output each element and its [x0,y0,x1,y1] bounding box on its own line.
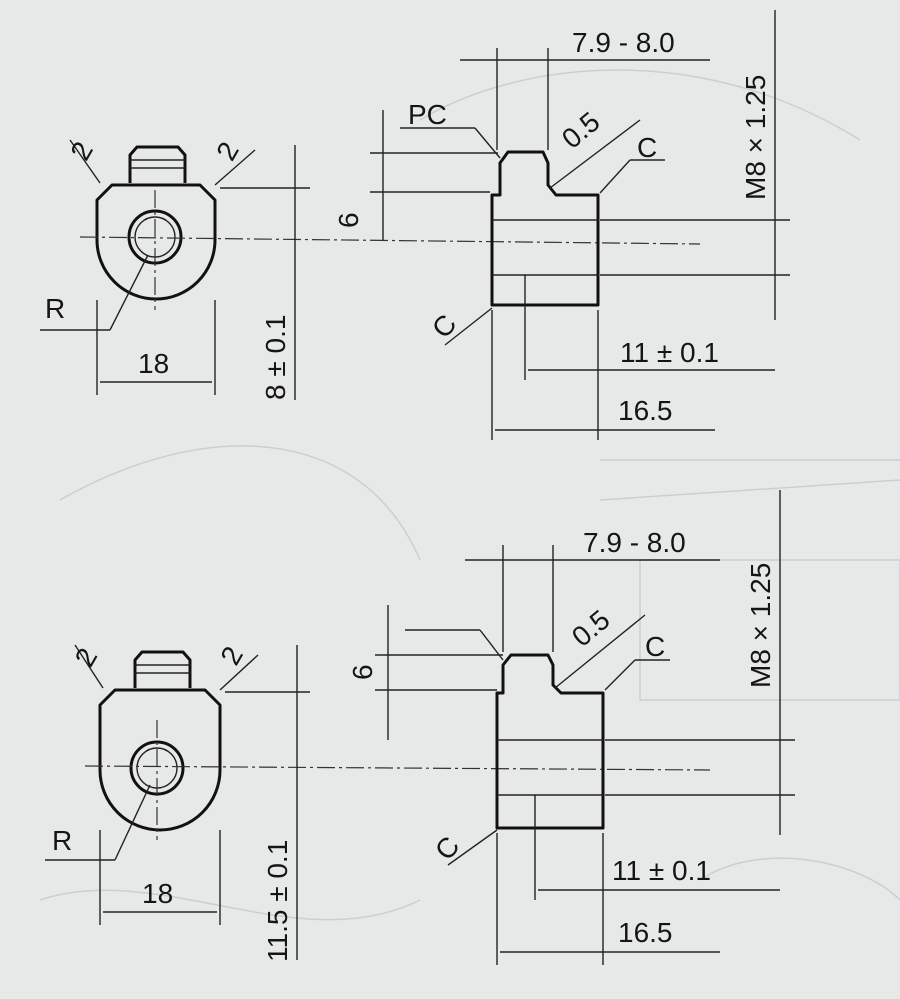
groove-width-label: 7.9 - 8.0 [583,527,686,558]
radius-label: R [45,293,65,324]
depth-label: 11 ± 0.1 [620,337,719,368]
background-sketch [39,69,900,921]
length-label: 16.5 [618,917,673,948]
thread-label: M8 × 1.25 [745,563,776,688]
chamfer-right-label: 2 [210,137,245,166]
top-side-view: 7.9 - 8.0 M8 × 1.25 6 PC 0.5 C C 11 ± 0.… [333,10,790,440]
top-chamfer-label: C [637,132,657,163]
depth-label: 11 ± 0.1 [612,855,711,886]
center-height-label: 8 ± 0.1 [260,315,291,400]
stem-height-label: 6 [333,212,364,228]
groove-width-label: 7.9 - 8.0 [572,27,675,58]
top-chamfer-label: C [645,631,665,662]
width-label: 18 [138,348,169,379]
chamfer-right-label: 2 [214,641,249,670]
bottom-chamfer-label: C [426,308,463,343]
groove-chamfer-label: 0.5 [556,106,606,155]
pc-label: PC [408,99,447,130]
chamfer-left-label: 2 [64,136,99,165]
bottom-chamfer-label: C [429,830,466,865]
top-front-view: 2 2 R 18 8 ± 0.1 [40,136,701,400]
thread-label: M8 × 1.25 [740,75,771,200]
bottom-side-view: 7.9 - 8.0 M8 × 1.25 6 0.5 C C 11 ± 0.1 1… [347,490,795,965]
width-label: 18 [142,878,173,909]
stem-height-label: 6 [347,664,378,680]
chamfer-left-label: 2 [69,643,104,672]
length-label: 16.5 [618,395,673,426]
center-height-label: 11.5 ± 0.1 [262,840,293,962]
radius-label: R [52,825,72,856]
bottom-front-view: 2 2 R 18 11.5 ± 0.1 [45,641,711,962]
